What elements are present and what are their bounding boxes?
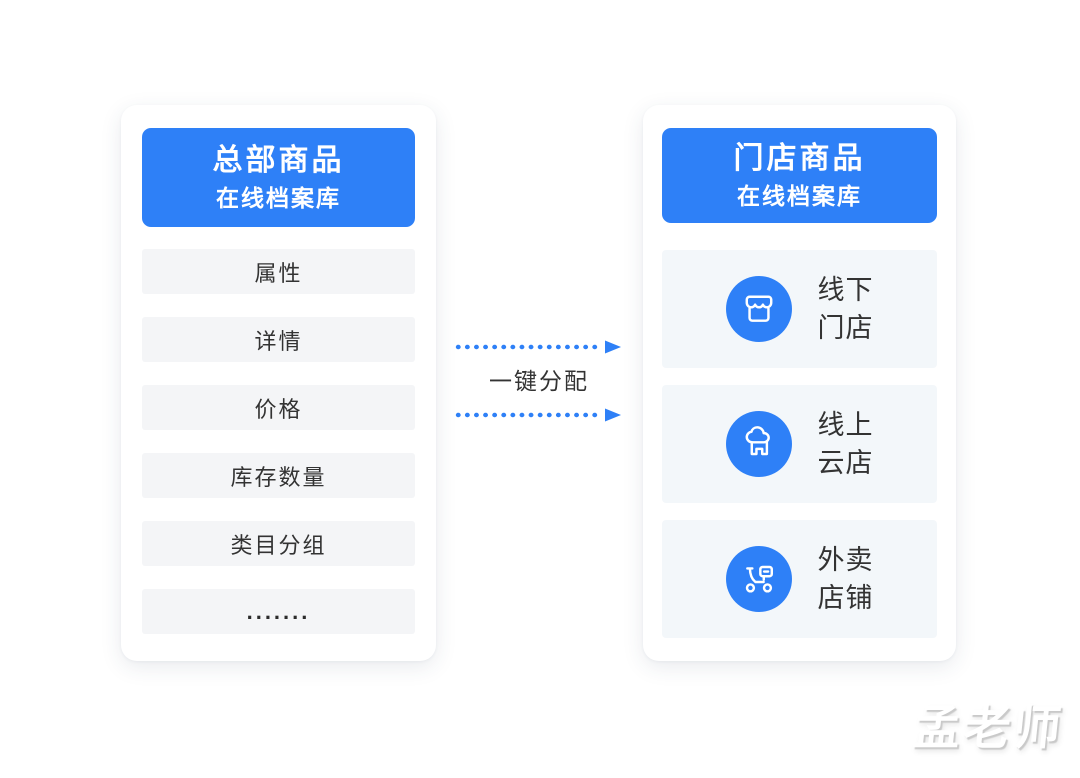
storefront-icon [725, 276, 792, 342]
list-item-category: 类目分组 [142, 521, 415, 566]
hq-card-header: 总部商品 在线档案库 [142, 128, 415, 227]
store-product-card: 门店商品 在线档案库 线下 门店 [643, 105, 956, 661]
channel-label-line2: 店铺 [817, 583, 874, 613]
channel-offline-store: 线下 门店 [662, 250, 937, 368]
list-item-stock: 库存数量 [142, 453, 415, 498]
list-item-attributes: 属性 [142, 249, 415, 294]
channel-label-line1: 外卖 [817, 545, 874, 575]
channel-label: 线上 云店 [818, 406, 874, 482]
store-channel-list: 线下 门店 线上 云店 [662, 250, 937, 638]
dotted-arrow-icon [455, 340, 621, 354]
channel-label: 线下 门店 [818, 271, 874, 347]
store-card-header: 门店商品 在线档案库 [662, 128, 937, 223]
dotted-arrow-icon [455, 408, 621, 422]
channel-label-line1: 线上 [817, 410, 874, 440]
store-card-title: 门店商品 [733, 141, 866, 175]
watermark: 孟老师 [910, 701, 1067, 754]
channel-label-line1: 线下 [817, 275, 874, 305]
hq-card-subtitle: 在线档案库 [216, 184, 341, 211]
connector-label: 一键分配 [489, 368, 589, 394]
list-item-price: 价格 [142, 385, 415, 430]
hq-product-card: 总部商品 在线档案库 属性 详情 价格 库存数量 类目分组 ....... [121, 105, 436, 661]
channel-label-line2: 门店 [817, 313, 874, 343]
channel-takeout-shop: 外卖 店铺 [662, 520, 937, 638]
cloud-store-icon [725, 411, 792, 477]
list-item-ellipsis: ....... [142, 589, 415, 634]
allocation-connector: 一键分配 [455, 340, 623, 422]
channel-label-line2: 云店 [817, 448, 874, 478]
channel-online-cloud-store: 线上 云店 [662, 385, 937, 503]
hq-card-title: 总部商品 [212, 143, 345, 177]
channel-label: 外卖 店铺 [818, 541, 874, 617]
store-card-subtitle: 在线档案库 [737, 182, 862, 209]
hq-attribute-list: 属性 详情 价格 库存数量 类目分组 ....... [142, 249, 415, 634]
list-item-details: 详情 [142, 317, 415, 362]
delivery-scooter-icon [725, 546, 792, 612]
